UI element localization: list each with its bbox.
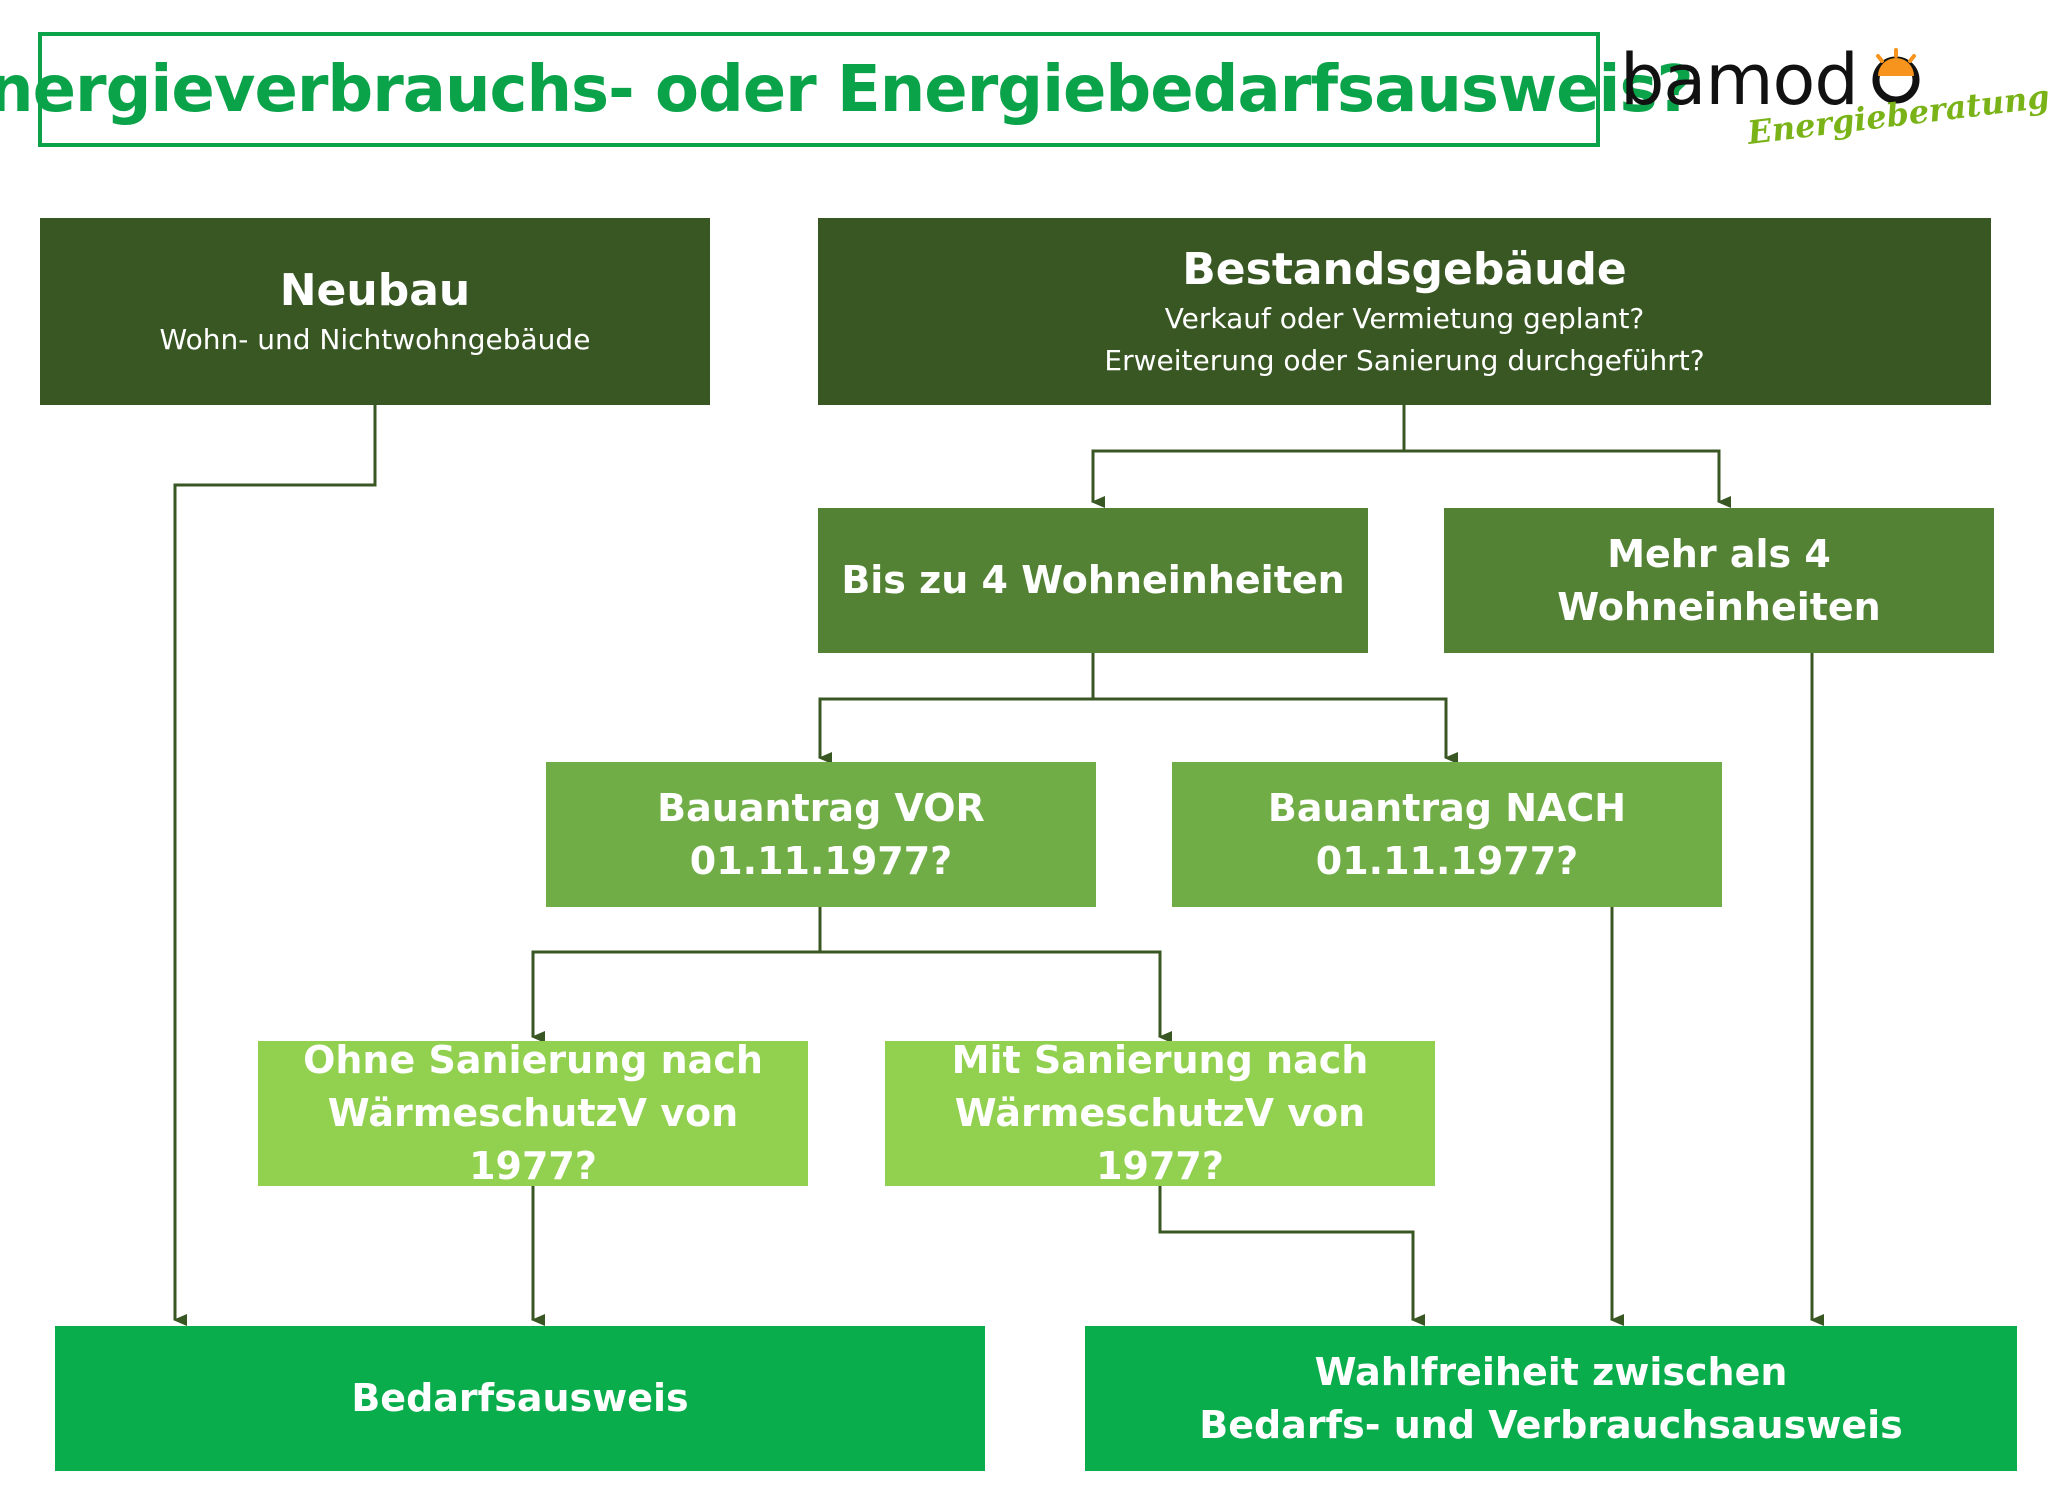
node-ohne-sanierung: Ohne Sanierung nach WärmeschutzV von 197… [258,1038,808,1188]
node-mit-line2: WärmeschutzV von 1977? [954,1091,1366,1188]
node-wahlfreiheit: Wahlfreiheit zwischen Bedarfs- und Verbr… [1085,1326,2017,1471]
node-mit-line1: Mit Sanierung nach [951,1038,1369,1082]
edge-mit-wahl [1158,1186,1425,1326]
edge-neubau-bedarf [173,405,377,1326]
node-bauantrag-vor: Bauantrag VOR 01.11.1977? [546,762,1096,907]
node-bis-4-wohneinheiten: Bis zu 4 Wohneinheiten [818,508,1368,653]
bamodo-logo: bamod Energieberatung [1620,39,2048,152]
node-neubau-title: Neubau [279,264,471,316]
node-bestandsgebaeude: Bestandsgebäude Verkauf oder Vermietung … [818,218,1991,405]
edge-vor-ohne [531,950,820,1043]
node-mehr-als-4-wohneinheiten: Mehr als 4 Wohneinheiten [1444,508,1994,653]
node-nach-line1: Bauantrag NACH [1267,785,1627,830]
node-wahl-line2: Bedarfs- und Verbrauchsausweis [1199,1402,1903,1447]
edge-bis4-vor [818,697,1093,764]
node-vor-line2: 01.11.1977? [689,838,953,883]
node-bestand-title: Bestandsgebäude [1182,243,1627,295]
edge-vor-mit [820,950,1172,1043]
node-ohne-line2: WärmeschutzV von 1977? [327,1091,739,1188]
node-bedarf-label: Bedarfsausweis [351,1376,689,1420]
node-bauantrag-nach: Bauantrag NACH 01.11.1977? [1172,762,1722,907]
node-wahl-line1: Wahlfreiheit zwischen [1314,1349,1788,1394]
node-bestand-line2: Erweiterung oder Sanierung durchgeführt? [1104,343,1705,377]
node-nach-line2: 01.11.1977? [1315,838,1579,883]
logo-wordmark: bamod [1620,39,1859,121]
node-vor-line1: Bauantrag VOR [657,785,985,830]
edge-bestand-bis4 [1091,449,1404,508]
node-neubau: Neubau Wohn- und Nichtwohngebäude [40,218,710,405]
title-box: Energieverbrauchs- oder Energiebedarfsau… [0,32,1694,147]
node-mehr4-label: Mehr als 4 Wohneinheiten [1557,531,1881,629]
node-bedarfsausweis: Bedarfsausweis [55,1326,985,1471]
node-mit-sanierung: Mit Sanierung nach WärmeschutzV von 1977… [885,1038,1435,1188]
node-neubau-subtitle: Wohn- und Nichtwohngebäude [159,322,591,356]
node-bestand-line1: Verkauf oder Vermietung geplant? [1164,301,1645,335]
node-ohne-line1: Ohne Sanierung nach [303,1038,763,1082]
sun-icon [1872,48,1920,104]
edge-bis4-nach [1093,697,1458,764]
edge-bestand-mehr4 [1404,449,1731,508]
node-bis4-label: Bis zu 4 Wohneinheiten [841,558,1345,602]
page-title: Energieverbrauchs- oder Energiebedarfsau… [0,52,1694,127]
